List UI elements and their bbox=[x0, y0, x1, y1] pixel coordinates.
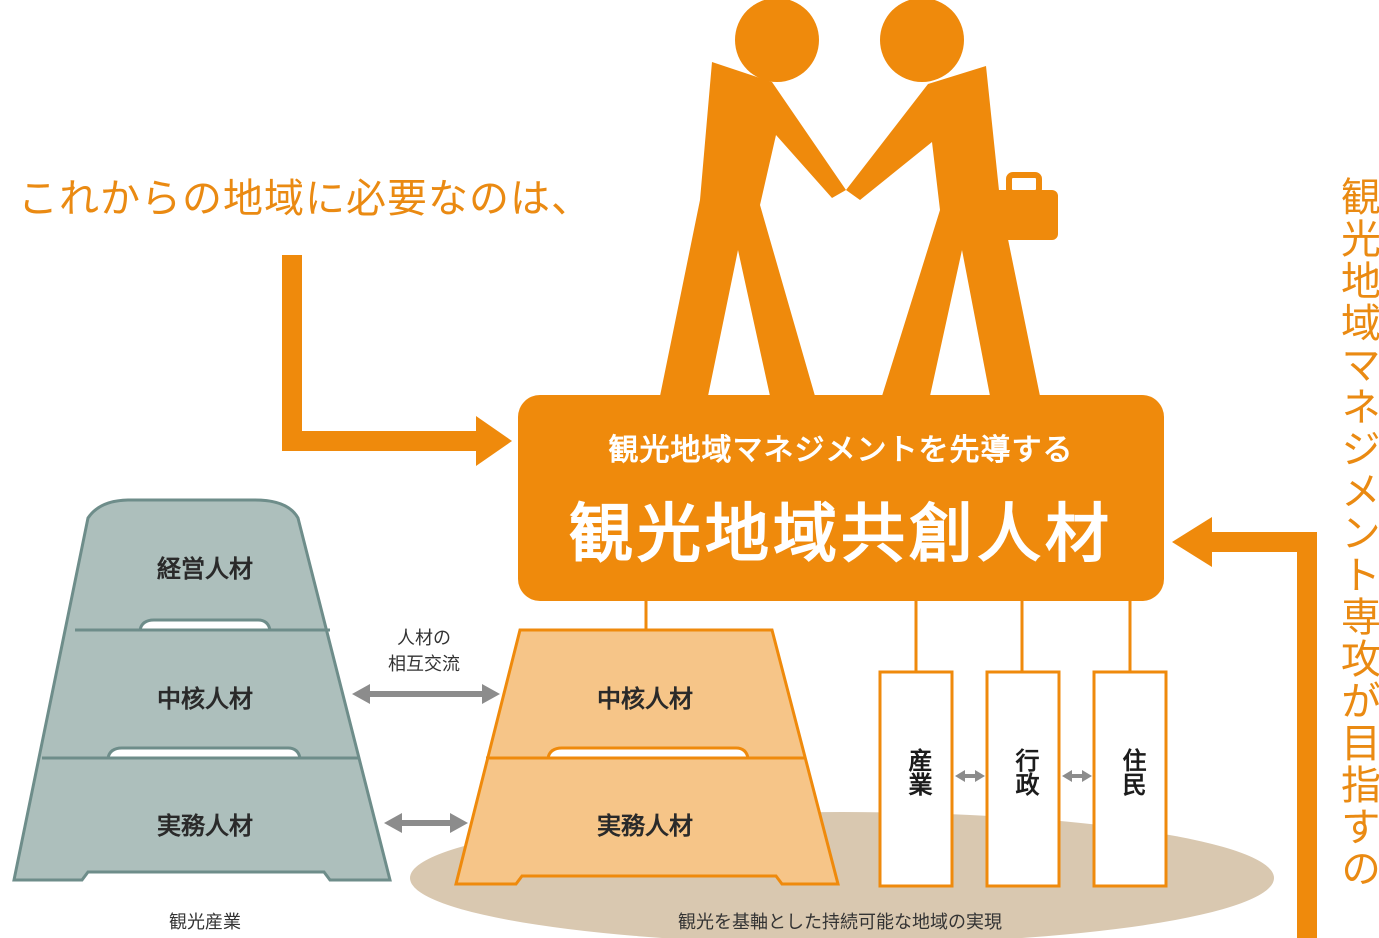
left-handle-1 bbox=[138, 618, 272, 632]
pillar-label-government: 行政 bbox=[1011, 748, 1039, 796]
pillar-residents bbox=[1092, 670, 1168, 888]
pillar-label-residents: 住民 bbox=[1118, 748, 1146, 796]
pillar-government bbox=[985, 670, 1061, 888]
right-level-core: 中核人材 bbox=[597, 685, 693, 713]
left-handle-2 bbox=[106, 746, 302, 760]
connector-lines bbox=[644, 600, 1132, 672]
handshake-people-icon bbox=[660, 0, 1058, 396]
exchange-arrows bbox=[352, 684, 500, 833]
center-box: 観光地域マネジメントを先導する 観光地域共創人材 bbox=[518, 395, 1164, 601]
left-stack-shape bbox=[12, 498, 392, 882]
ground-caption: 観光を基軸とした持続可能な地域の実現 bbox=[678, 912, 1002, 933]
pillars bbox=[878, 670, 1168, 888]
right-stack-shape bbox=[454, 628, 840, 886]
exchange-label-line1: 人材の bbox=[397, 628, 451, 649]
left-caption: 観光産業 bbox=[169, 912, 241, 933]
vertical-title: 観光地域マネジメント専攻が目指すの bbox=[1334, 176, 1379, 890]
left-level-practical: 実務人材 bbox=[157, 812, 253, 840]
center-box-subtitle: 観光地域マネジメントを先導する bbox=[608, 433, 1074, 468]
right-level-practical: 実務人材 bbox=[597, 812, 693, 840]
right-arrow bbox=[1172, 517, 1317, 938]
pillar-industry bbox=[878, 670, 954, 888]
left-level-core: 中核人材 bbox=[157, 685, 253, 713]
heading-text: これからの地域に必要なのは、 bbox=[18, 176, 592, 222]
left-arrow bbox=[282, 255, 512, 466]
pillar-arrows bbox=[955, 770, 1092, 782]
right-handle bbox=[546, 746, 750, 760]
exchange-label-line2: 相互交流 bbox=[388, 654, 460, 675]
center-box-title: 観光地域共創人材 bbox=[569, 498, 1113, 572]
left-level-management: 経営人材 bbox=[157, 555, 253, 583]
pillar-label-industry: 産業 bbox=[904, 748, 932, 796]
left-stack-outline bbox=[12, 498, 392, 882]
